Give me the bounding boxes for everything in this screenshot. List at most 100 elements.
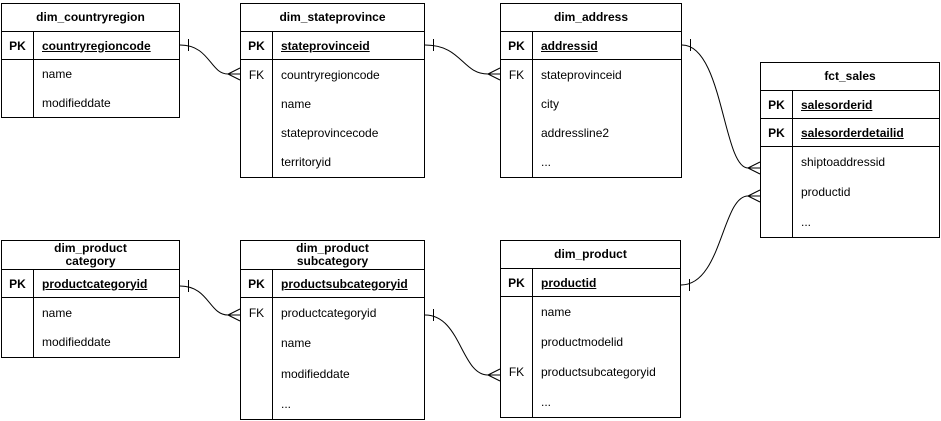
entity-title: dim_product category [2, 241, 179, 270]
pk-column-name: salesorderdetailid [801, 125, 904, 140]
field-row: ... [241, 388, 424, 419]
fk-tag: FK [241, 60, 273, 90]
column-name: ... [281, 396, 292, 411]
relation-productsubcategory-product[interactable] [424, 309, 501, 382]
pk-row: PK countryregioncode [2, 32, 179, 60]
field-row: territoryid [241, 147, 424, 177]
crow-foot-icon [747, 189, 761, 203]
column-name: modifieddate [281, 366, 350, 381]
column-name: name [42, 305, 73, 320]
pk-tag: PK [761, 119, 793, 146]
relation-productcategory-productsubcategory[interactable] [179, 280, 241, 322]
field-row: name [501, 297, 680, 327]
entity-title: dim_countryregion [2, 4, 179, 32]
pk-tag: PK [2, 270, 34, 297]
column-name: city [541, 96, 559, 111]
column-name: stateprovincecode [281, 126, 379, 141]
tag-cell [501, 89, 533, 119]
field-row: name [2, 60, 179, 89]
pk-tag: PK [501, 32, 533, 59]
field-row: FK countryregioncode [241, 60, 424, 90]
field-row: productid [761, 177, 939, 207]
column-name: productcategoryid [281, 306, 377, 321]
tag-cell [241, 388, 273, 419]
pk-column-name: productid [541, 275, 597, 290]
crow-foot-icon [487, 368, 501, 382]
field-row: FK productcategoryid [241, 298, 424, 329]
tag-cell [501, 118, 533, 148]
fields-area: FK stateprovinceid city addressline2 ... [501, 60, 681, 177]
pk-column-name: stateprovinceid [281, 38, 370, 53]
entity-dim-product[interactable]: dim_product PK productid name productmod… [500, 240, 681, 418]
relation-product-fctsales[interactable] [680, 189, 761, 291]
column-name: modifieddate [42, 95, 111, 110]
entity-dim-countryregion[interactable]: dim_countryregion PK countryregioncode n… [1, 3, 180, 118]
entity-dim-productcategory[interactable]: dim_product category PK productcategoryi… [1, 240, 180, 358]
column-name: productid [801, 185, 851, 199]
crow-foot-icon [227, 67, 241, 81]
fields-area: FK countryregioncode name stateprovincec… [241, 60, 424, 177]
entity-title: dim_stateprovince [241, 4, 424, 32]
column-name: productmodelid [541, 335, 624, 349]
pk-row: PK stateprovinceid [241, 32, 424, 60]
pk-column-name: productcategoryid [42, 276, 148, 291]
tag-cell [2, 298, 34, 328]
entity-title: dim_product subcategory [241, 241, 424, 270]
relation-address-fctsales[interactable] [681, 39, 761, 175]
tag-cell [501, 147, 533, 177]
fk-tag: FK [241, 298, 273, 329]
field-row: ... [501, 387, 680, 417]
entity-dim-productsubcategory[interactable]: dim_product subcategory PK productsubcat… [240, 240, 425, 420]
pk-column-name: countryregioncode [42, 38, 151, 53]
relation-stateprovince-address[interactable] [424, 39, 501, 81]
tag-cell [2, 60, 34, 89]
edge-curve [424, 44, 489, 75]
pk-tag: PK [241, 32, 273, 59]
column-name: productsubcategoryid [541, 365, 656, 379]
pk-row: PK salesorderdetailid [761, 119, 939, 147]
pk-column-name: salesorderid [801, 97, 873, 112]
tag-cell [761, 177, 793, 207]
tag-cell [241, 89, 273, 119]
entity-dim-stateprovince[interactable]: dim_stateprovince PK stateprovinceid FK … [240, 3, 425, 178]
pk-column-name: addressid [541, 38, 598, 53]
edge-curve [179, 44, 229, 75]
column-name: name [281, 96, 312, 111]
field-row: modifieddate [2, 88, 179, 117]
fields-area: FK productcategoryid name modifieddate .… [241, 298, 424, 419]
entity-title: fct_sales [761, 63, 939, 91]
crow-foot-icon [227, 308, 241, 322]
field-row: name [241, 328, 424, 359]
pk-row: PK salesorderid [761, 91, 939, 119]
field-row: name [241, 89, 424, 119]
fields-area: shiptoaddressid productid ... [761, 147, 939, 237]
pk-tag: PK [2, 32, 34, 59]
column-name: modifieddate [42, 335, 111, 350]
pk-row: PK productcategoryid [2, 270, 179, 298]
fk-tag: FK [501, 357, 533, 387]
field-row: stateprovincecode [241, 118, 424, 148]
field-row: ... [501, 147, 681, 177]
pk-tag: PK [501, 269, 533, 296]
tag-cell [761, 207, 793, 237]
edge-curve [424, 314, 489, 376]
edge-curve [681, 44, 749, 169]
tag-cell [761, 147, 793, 177]
entity-dim-address[interactable]: dim_address PK addressid FK stateprovinc… [500, 3, 682, 178]
column-name: addressline2 [541, 126, 610, 141]
column-name: shiptoaddressid [801, 155, 886, 169]
relation-countryregion-stateprovince[interactable] [179, 39, 241, 81]
column-name: territoryid [281, 155, 332, 170]
field-row: productmodelid [501, 327, 680, 357]
fields-area: name modifieddate [2, 60, 179, 117]
field-row: shiptoaddressid [761, 147, 939, 177]
tag-cell [241, 358, 273, 389]
tag-cell [2, 327, 34, 357]
entity-title: dim_address [501, 4, 681, 32]
tag-cell [501, 387, 533, 417]
field-row: name [2, 298, 179, 328]
field-row: modifieddate [241, 358, 424, 389]
tag-cell [2, 88, 34, 117]
entity-fct-sales[interactable]: fct_sales PK salesorderid PK salesorderd… [760, 62, 940, 238]
